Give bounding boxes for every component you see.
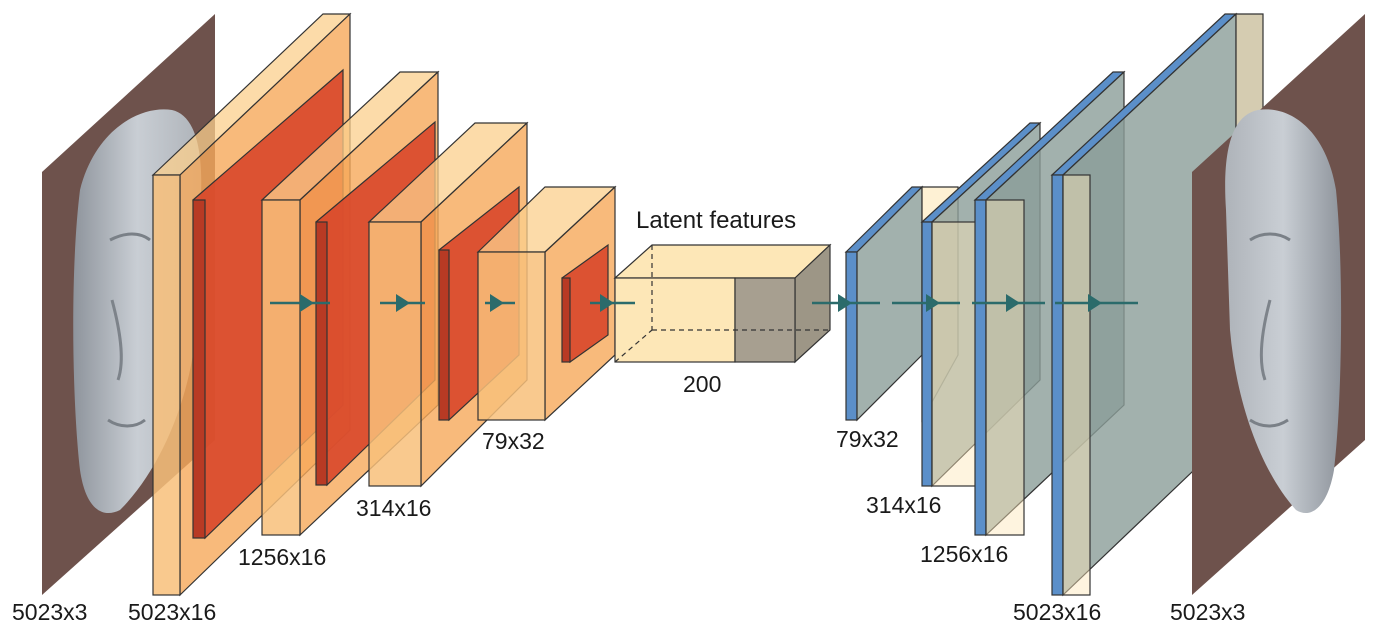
arrow-right-icon <box>485 294 515 312</box>
arrow-right-icon <box>812 294 880 312</box>
encoder-feature-4 <box>561 243 609 364</box>
latent-block <box>613 243 832 364</box>
arrow-right-icon <box>590 294 635 312</box>
decoder-layer-1-label: 79x32 <box>836 426 899 452</box>
decoder-layer-3-label: 1256x16 <box>920 541 1008 567</box>
input-size-label: 5023x3 <box>12 599 87 625</box>
face-mesh-icon <box>1225 109 1342 514</box>
decoder-layer-2-label: 314x16 <box>866 492 941 518</box>
encoder-layer-3-label: 314x16 <box>356 495 431 521</box>
output-face-panel <box>1192 14 1365 595</box>
encoder-layer-4-label: 79x32 <box>482 428 545 454</box>
arrow-right-icon <box>1055 294 1138 312</box>
arrow-right-icon <box>270 294 330 312</box>
output-size-label: 5023x3 <box>1170 599 1245 625</box>
decoder-layer-4-label: 5023x16 <box>1013 599 1101 625</box>
arrow-right-icon <box>892 294 960 312</box>
flow-arrows <box>270 294 1138 312</box>
arrow-right-icon <box>380 294 425 312</box>
encoder-layer-2-label: 1256x16 <box>238 544 326 570</box>
arrow-right-icon <box>972 294 1045 312</box>
encoder-layer-4 <box>476 185 617 422</box>
latent-title: Latent features <box>636 207 796 234</box>
encoder-layer-1-label: 5023x16 <box>128 599 216 625</box>
latent-size-label: 200 <box>683 371 721 397</box>
